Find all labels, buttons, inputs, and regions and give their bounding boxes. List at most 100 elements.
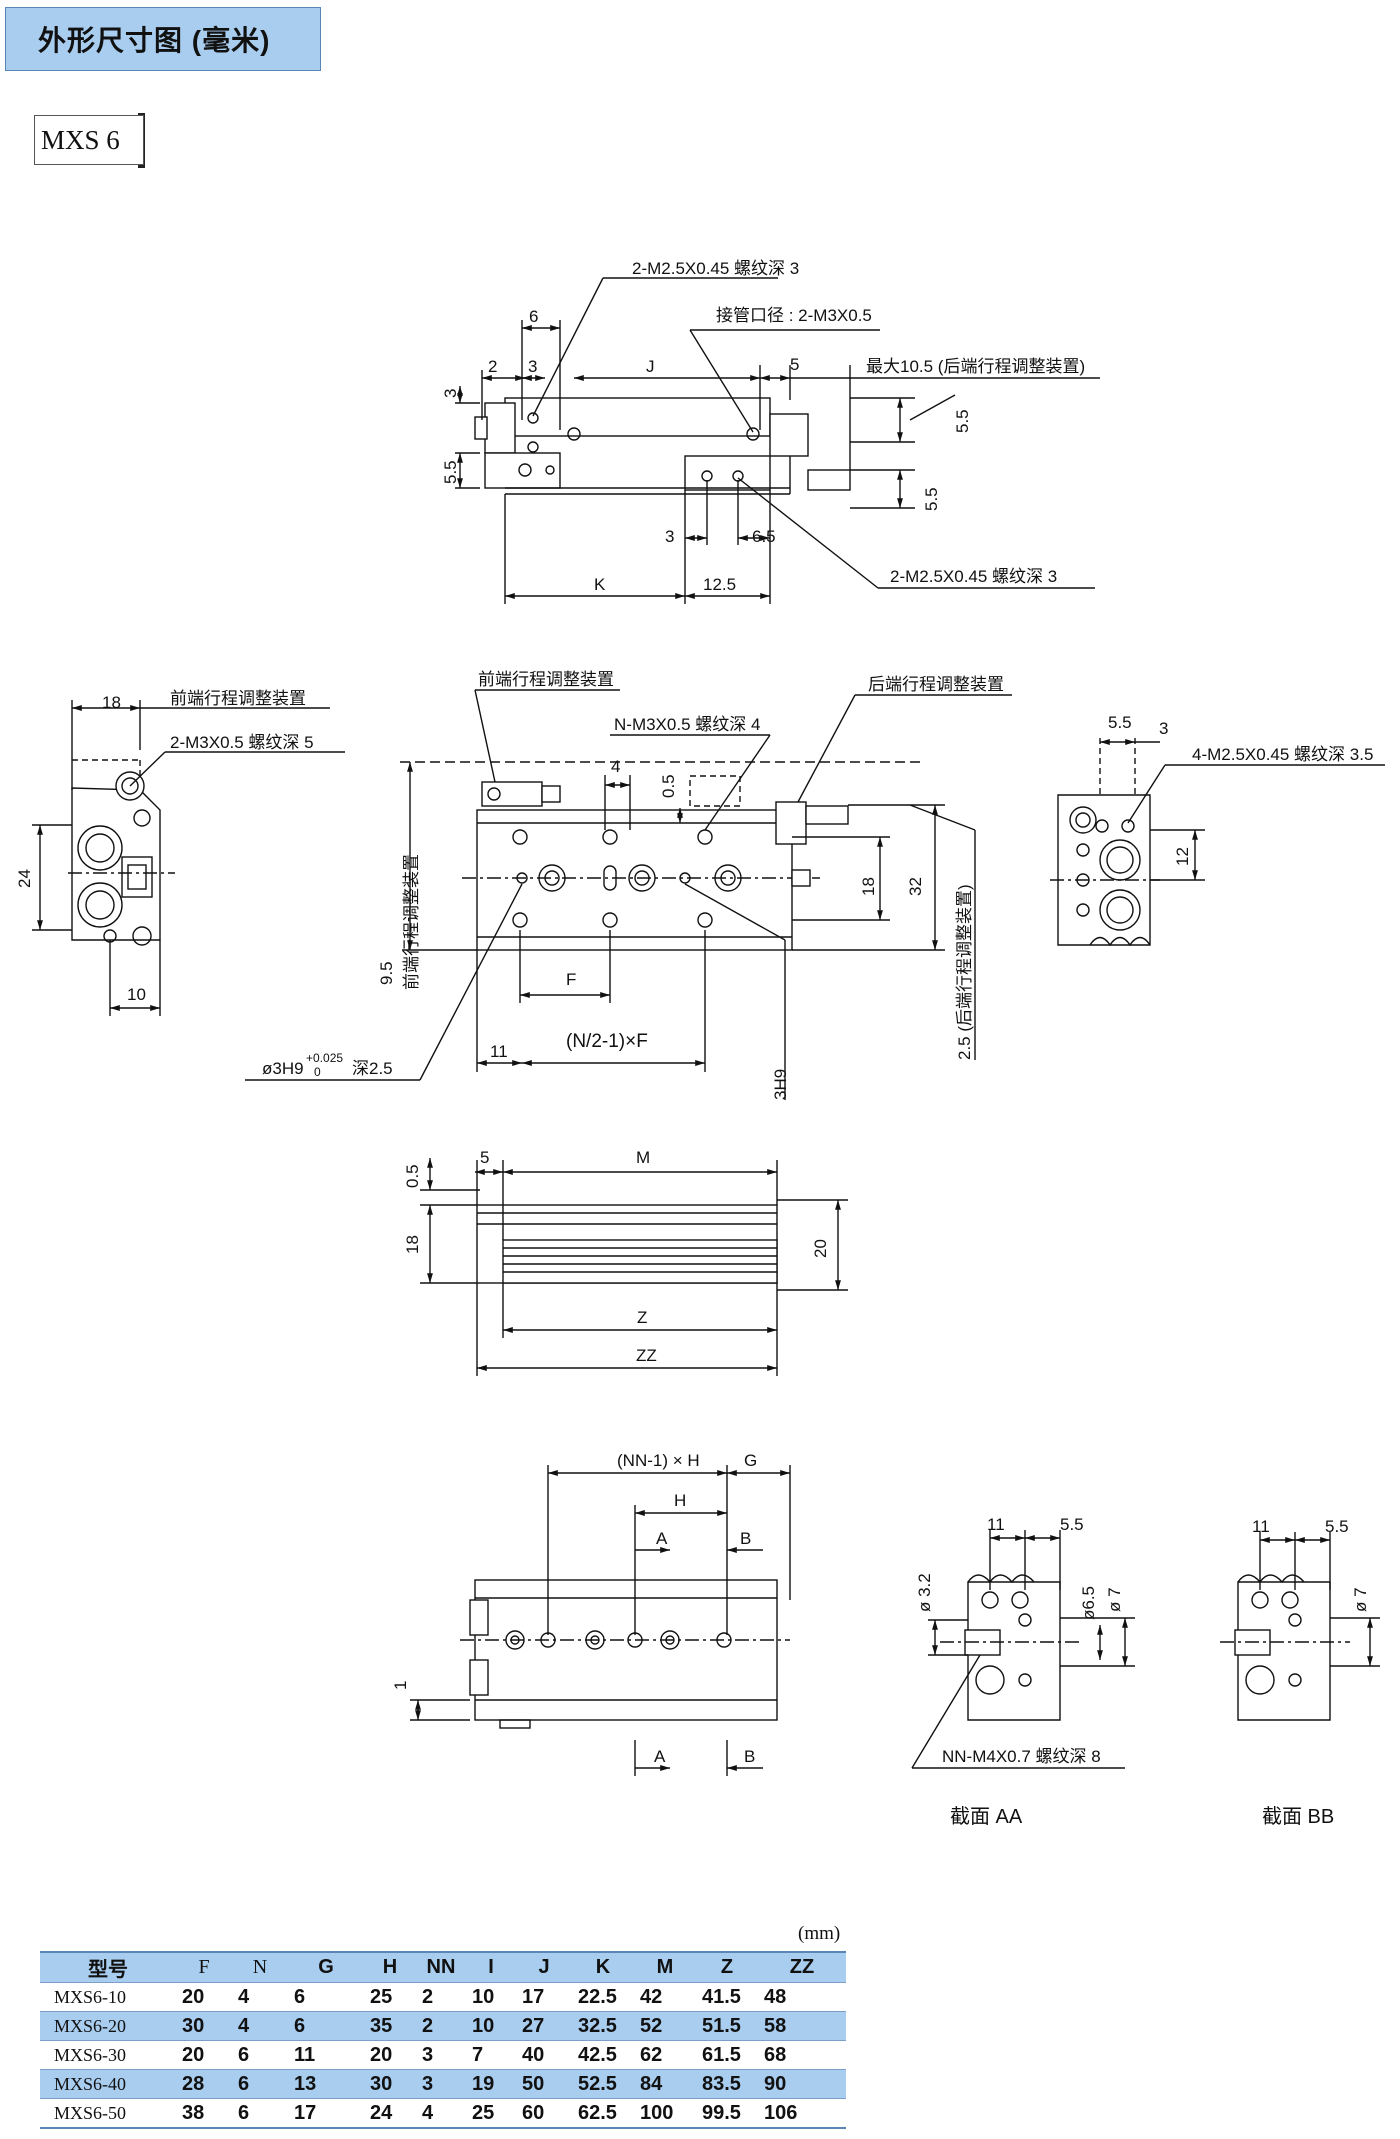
col-header: N (232, 1951, 288, 1983)
value-cell: 4 (232, 2011, 288, 2041)
tol-upper: +0.025 (306, 1051, 343, 1065)
left-end-view (32, 700, 345, 1016)
dim-6-5: 6.5 (752, 527, 776, 546)
value-cell: 48 (758, 1982, 846, 2012)
front-adjust-label: 前端行程调整装置 (478, 670, 614, 689)
value-cell: 90 (758, 2069, 846, 2099)
value-cell: 20 (176, 1982, 232, 2012)
side-dim-M: M (636, 1148, 650, 1167)
dim-3-left: 3 (441, 389, 460, 398)
front-dim-32: 32 (906, 877, 925, 896)
col-header: M (634, 1951, 696, 1983)
aa-dim-5-5: 5.5 (1060, 1515, 1084, 1534)
value-cell: 25 (364, 1982, 416, 2012)
rear-adjust-label: 后端行程调整装置 (868, 675, 1004, 694)
front-dim-0-5: 0.5 (659, 774, 678, 798)
front-adjust-vertical: 前端行程调整装置 (402, 854, 421, 990)
section-bb (1220, 1532, 1380, 1721)
col-header: ZZ (758, 1951, 846, 1983)
dim-5-5-right: 5.5 (953, 409, 972, 433)
model-cell: MXS6-10 (40, 1982, 176, 2012)
right-dim-12: 12 (1173, 847, 1192, 866)
col-header: G (288, 1951, 364, 1983)
value-cell: 6 (288, 1982, 364, 2012)
value-cell: 52.5 (572, 2069, 634, 2099)
side-view (420, 1158, 848, 1376)
dimension-drawing: 2-M2.5X0.45 螺纹深 3 接管口径 : 2-M3X0.5 6 2 3 … (15, 259, 1385, 1828)
tol-lower: 0 (314, 1065, 321, 1079)
value-cell: 19 (466, 2069, 516, 2099)
value-cell: 51.5 (696, 2011, 758, 2041)
bottom-view (410, 1465, 791, 1776)
thread-label-top: 2-M2.5X0.45 螺纹深 3 (632, 259, 799, 278)
bottom-dim-B-top: B (740, 1529, 751, 1548)
left-dim-10: 10 (127, 985, 146, 1004)
value-cell: 17 (288, 2098, 364, 2129)
value-cell: 106 (758, 2098, 846, 2129)
side-dim-5: 5 (480, 1148, 489, 1167)
value-cell: 6 (232, 2098, 288, 2129)
dim-6: 6 (529, 307, 538, 326)
left-dim-18: 18 (102, 693, 121, 712)
value-cell: 42.5 (572, 2040, 634, 2070)
rear-dim-label: 2.5 (后端行程调整装置) (955, 884, 974, 1060)
col-header: H (364, 1951, 416, 1983)
col-header: J (516, 1951, 572, 1983)
thread-label-bottom: 2-M2.5X0.45 螺纹深 3 (890, 567, 1057, 586)
model-cell: MXS6-30 (40, 2040, 176, 2070)
value-cell: 62 (634, 2040, 696, 2070)
value-cell: 17 (516, 1982, 572, 2012)
nn-formula: (NN-1) × H (617, 1451, 700, 1470)
dim-5-5-right2: 5.5 (922, 487, 941, 511)
bottom-dim-A-bot: A (654, 1747, 666, 1766)
col-header: K (572, 1951, 634, 1983)
col-header: 型号 (40, 1951, 176, 1983)
value-cell: 22.5 (572, 1982, 634, 2012)
value-cell: 2 (416, 1982, 466, 2012)
front-dim-18: 18 (859, 877, 878, 896)
value-cell: 10 (466, 2011, 516, 2041)
value-cell: 13 (288, 2069, 364, 2099)
value-cell: 7 (466, 2040, 516, 2070)
bb-dim-7: ø 7 (1351, 1587, 1370, 1612)
value-cell: 68 (758, 2040, 846, 2070)
dim-5: 5 (790, 355, 799, 374)
col-header: F (176, 1951, 232, 1983)
side-dim-Z: Z (637, 1308, 647, 1327)
value-cell: 20 (176, 2040, 232, 2070)
n-thread-label: N-M3X0.5 螺纹深 4 (614, 715, 760, 734)
right-dim-3: 3 (1159, 719, 1168, 738)
value-cell: 61.5 (696, 2040, 758, 2070)
dim-12-5: 12.5 (703, 575, 736, 594)
unit-label: (mm) (798, 1923, 841, 1944)
value-cell: 40 (516, 2040, 572, 2070)
front-dim-4: 4 (611, 757, 620, 776)
bb-dim-11: 11 (1252, 1517, 1270, 1536)
col-header: I (466, 1951, 516, 1983)
side-dim-0-5: 0.5 (403, 1164, 422, 1188)
aa-dim-11: 11 (987, 1515, 1005, 1534)
bottom-dim-G: G (744, 1451, 757, 1470)
value-cell: 2 (416, 2011, 466, 2041)
bb-dim-5-5: 5.5 (1325, 1517, 1349, 1536)
value-cell: 24 (364, 2098, 416, 2129)
aa-dim-3-2: ø 3.2 (915, 1573, 934, 1612)
col-header: NN (416, 1951, 466, 1983)
left-front-adjust: 前端行程调整装置 (170, 689, 306, 708)
bottom-dim-H: H (674, 1491, 686, 1510)
value-cell: 25 (466, 2098, 516, 2129)
value-cell: 3 (416, 2069, 466, 2099)
value-cell: 28 (176, 2069, 232, 2099)
aa-thread: NN-M4X0.7 螺纹深 8 (942, 1747, 1101, 1766)
model-cell: MXS6-20 (40, 2011, 176, 2041)
value-cell: 6 (232, 2040, 288, 2070)
bottom-dim-1: 1 (391, 1681, 410, 1690)
left-thread: 2-M3X0.5 螺纹深 5 (170, 733, 314, 752)
value-cell: 6 (232, 2069, 288, 2099)
value-cell: 20 (364, 2040, 416, 2070)
max-adjust-label: 最大10.5 (后端行程调整装置) (866, 357, 1085, 376)
value-cell: 50 (516, 2069, 572, 2099)
